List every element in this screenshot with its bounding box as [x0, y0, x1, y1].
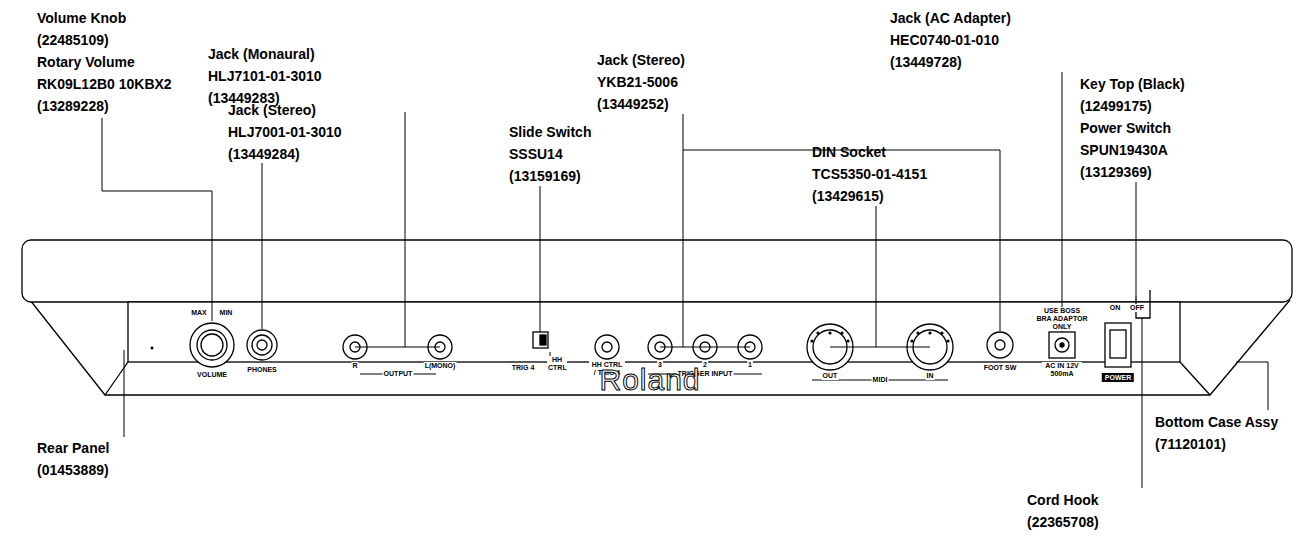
panel-marking: HH CTRL — [547, 356, 567, 372]
panel-marking: POWER — [1102, 373, 1134, 382]
part-callout: Power Switch — [1080, 120, 1171, 137]
part-callout: SPUN19430A — [1080, 142, 1168, 159]
panel-marking: USE BOSS BRA ADAPTOR ONLY — [1035, 307, 1089, 331]
part-callout: Rotary Volume — [37, 54, 135, 71]
part-callout: DIN Socket — [812, 144, 886, 161]
part-callout: (13429615) — [812, 188, 884, 205]
part-callout: Bottom Case Assy — [1155, 414, 1278, 431]
part-callout: (71120101) — [1155, 436, 1226, 453]
part-callout: SSSU14 — [509, 146, 563, 163]
panel-marking: IN — [926, 372, 935, 380]
part-callout: HLJ7001-01-3010 — [228, 124, 342, 141]
panel-marking: 2 — [702, 361, 708, 369]
part-callout: (12499175) — [1080, 98, 1152, 115]
panel-marking: TRIG 4 — [511, 364, 536, 372]
part-callout: Rear Panel — [37, 440, 109, 457]
panel-marking: R — [351, 362, 358, 370]
part-callout: Volume Knob — [37, 10, 126, 27]
part-callout: Jack (Monaural) — [208, 46, 315, 63]
part-callout: Slide Switch — [509, 124, 591, 141]
panel-marking: L(MONO) — [424, 362, 457, 370]
part-callout: Jack (Stereo) — [228, 102, 316, 119]
panel-marking: AC IN 12V 500mA — [1042, 362, 1082, 378]
panel-marking: PHONES — [246, 366, 278, 374]
panel-marking: OUTPUT — [383, 370, 414, 378]
panel-marking: MIDI — [872, 376, 889, 384]
part-callout: Cord Hook — [1027, 492, 1099, 509]
part-callout: (13159169) — [509, 168, 581, 185]
part-callout: (22365708) — [1027, 514, 1099, 531]
part-callout: Jack (Stereo) — [597, 52, 685, 69]
part-callout: RK09L12B0 10KBX2 — [37, 76, 172, 93]
part-callout: (13449728) — [890, 54, 962, 71]
panel-marking: 1 — [747, 361, 753, 369]
part-callout: (22485109) — [37, 32, 109, 49]
part-callout: (13289228) — [37, 98, 109, 115]
panel-marking: MAX — [190, 309, 208, 317]
part-callout: HEC0740-01-010 — [890, 32, 999, 49]
part-callout: Jack (AC Adapter) — [890, 10, 1011, 27]
part-callout: HLJ7101-01-3010 — [208, 68, 322, 85]
part-callout: (13449252) — [597, 96, 669, 113]
part-callout: (13129369) — [1080, 164, 1152, 181]
panel-marking: OFF — [1129, 304, 1145, 312]
panel-marking: MIN — [219, 309, 234, 317]
panel-marking: ON — [1109, 304, 1122, 312]
part-callout: (01453889) — [37, 462, 109, 479]
panel-marking: OUT — [822, 372, 839, 380]
panel-marking: VOLUME — [196, 371, 228, 379]
part-callout: Key Top (Black) — [1080, 76, 1185, 93]
brand-logo: Roland — [599, 364, 700, 396]
part-callout: (13449284) — [228, 146, 300, 163]
part-callout: TCS5350-01-4151 — [812, 166, 927, 183]
part-callout: YKB21-5006 — [597, 74, 678, 91]
panel-marking: FOOT SW — [983, 364, 1018, 372]
